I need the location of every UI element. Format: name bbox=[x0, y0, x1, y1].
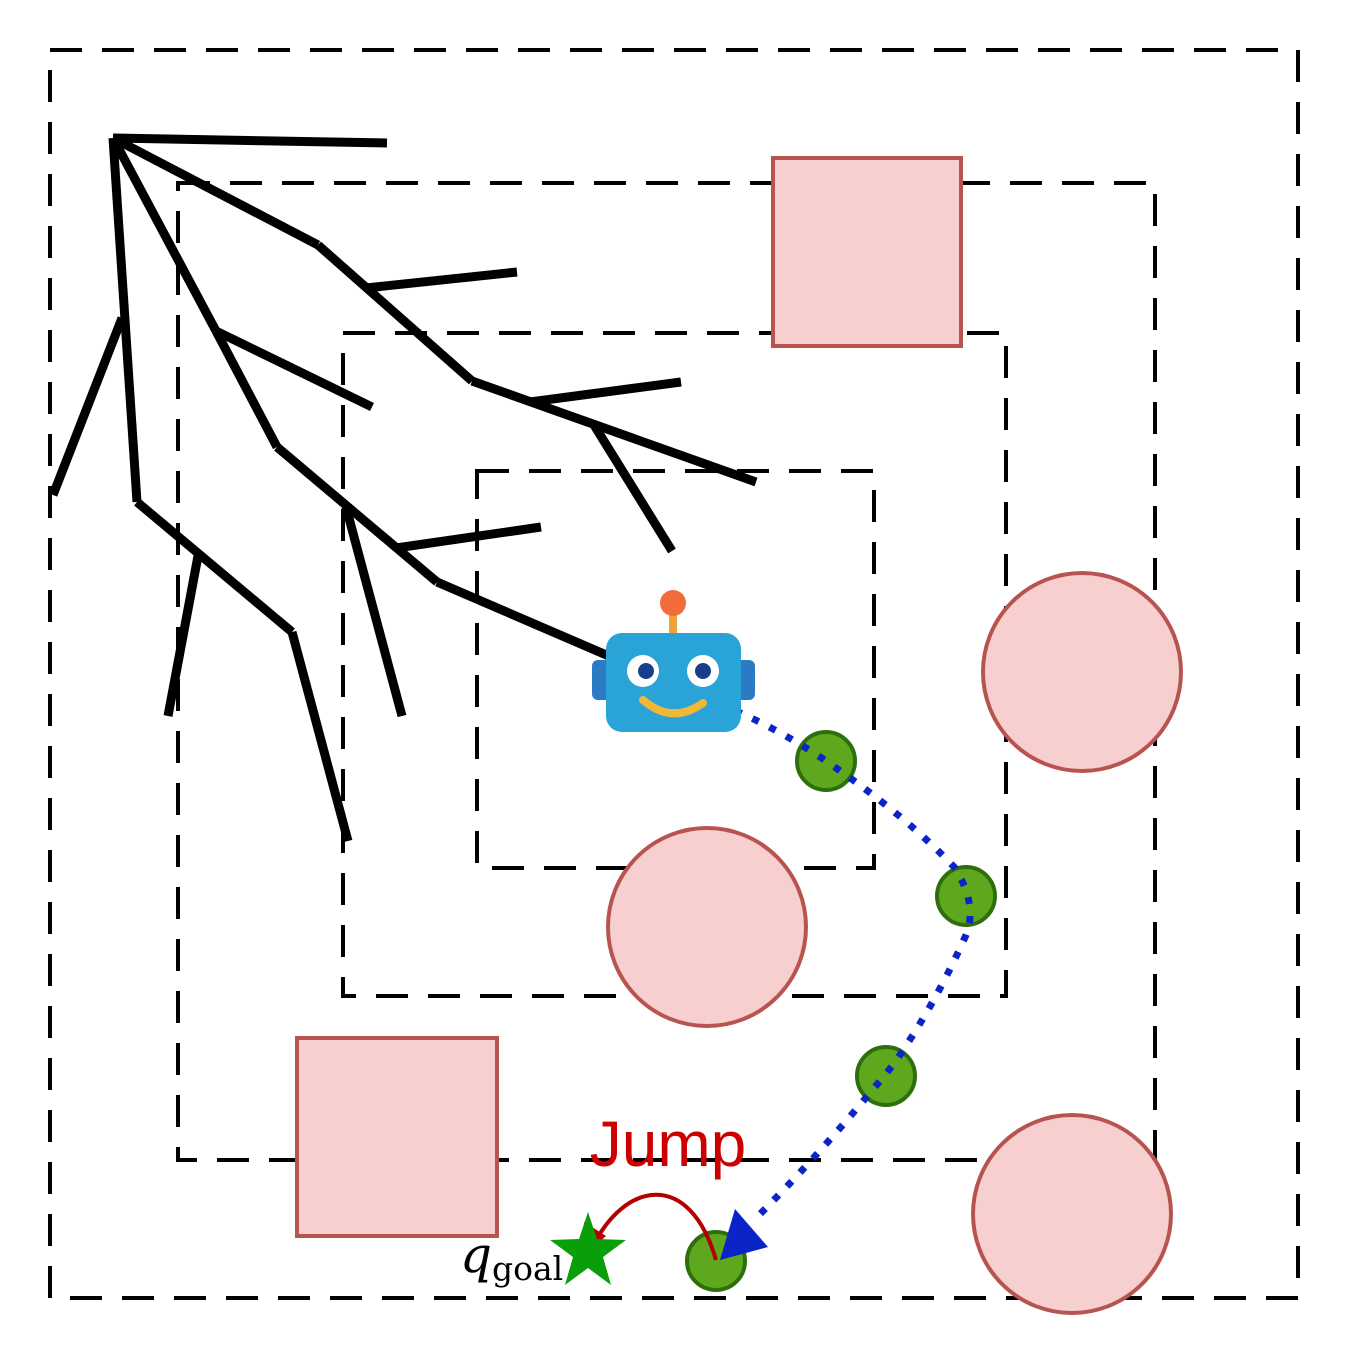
robot-icon bbox=[592, 590, 755, 732]
tree-branch bbox=[48, 316, 127, 497]
tree-branch bbox=[341, 505, 407, 718]
waypoint bbox=[795, 730, 857, 792]
tree-branch bbox=[287, 630, 353, 843]
obstacle-square bbox=[771, 156, 963, 348]
goal-label-symbol: q bbox=[460, 1226, 492, 1284]
tree-branch bbox=[529, 377, 682, 407]
robot-antenna-tip bbox=[660, 590, 686, 616]
waypoints bbox=[685, 730, 997, 1292]
tree-branch bbox=[395, 522, 542, 553]
robot-smile bbox=[639, 696, 707, 718]
goal-label-subscript: goal bbox=[492, 1249, 563, 1288]
star-icon bbox=[550, 1212, 626, 1285]
waypoint bbox=[935, 865, 997, 927]
arrowhead-icon bbox=[720, 1209, 768, 1260]
exploration-tree bbox=[48, 133, 758, 843]
goal-label: qgoal bbox=[460, 1226, 563, 1288]
obstacle-square bbox=[295, 1036, 499, 1238]
tree-branch bbox=[110, 134, 321, 249]
tree-branch bbox=[163, 555, 203, 717]
tree-branch bbox=[109, 135, 220, 334]
obstacles bbox=[295, 156, 1183, 1315]
jump-arc bbox=[590, 1192, 718, 1261]
obstacle-circle bbox=[981, 571, 1183, 773]
planned-trajectory bbox=[680, 686, 974, 1225]
tree-branch bbox=[212, 328, 281, 450]
jump-label: Jump bbox=[590, 1108, 747, 1180]
obstacle-circle bbox=[971, 1113, 1173, 1315]
waypoint bbox=[855, 1045, 917, 1107]
tree-branch bbox=[470, 376, 758, 487]
robot-pupil-right bbox=[695, 663, 711, 679]
robot-pupil-left bbox=[638, 663, 654, 679]
tree-branch bbox=[590, 422, 676, 554]
tree-branch bbox=[214, 326, 374, 412]
tree-branch bbox=[365, 267, 518, 293]
obstacle-circle bbox=[606, 826, 808, 1028]
tree-branch bbox=[315, 241, 475, 385]
tree-branch bbox=[274, 443, 440, 586]
tree-branch bbox=[134, 498, 295, 636]
region-outer bbox=[48, 48, 1300, 1300]
tree-branch bbox=[112, 133, 388, 148]
